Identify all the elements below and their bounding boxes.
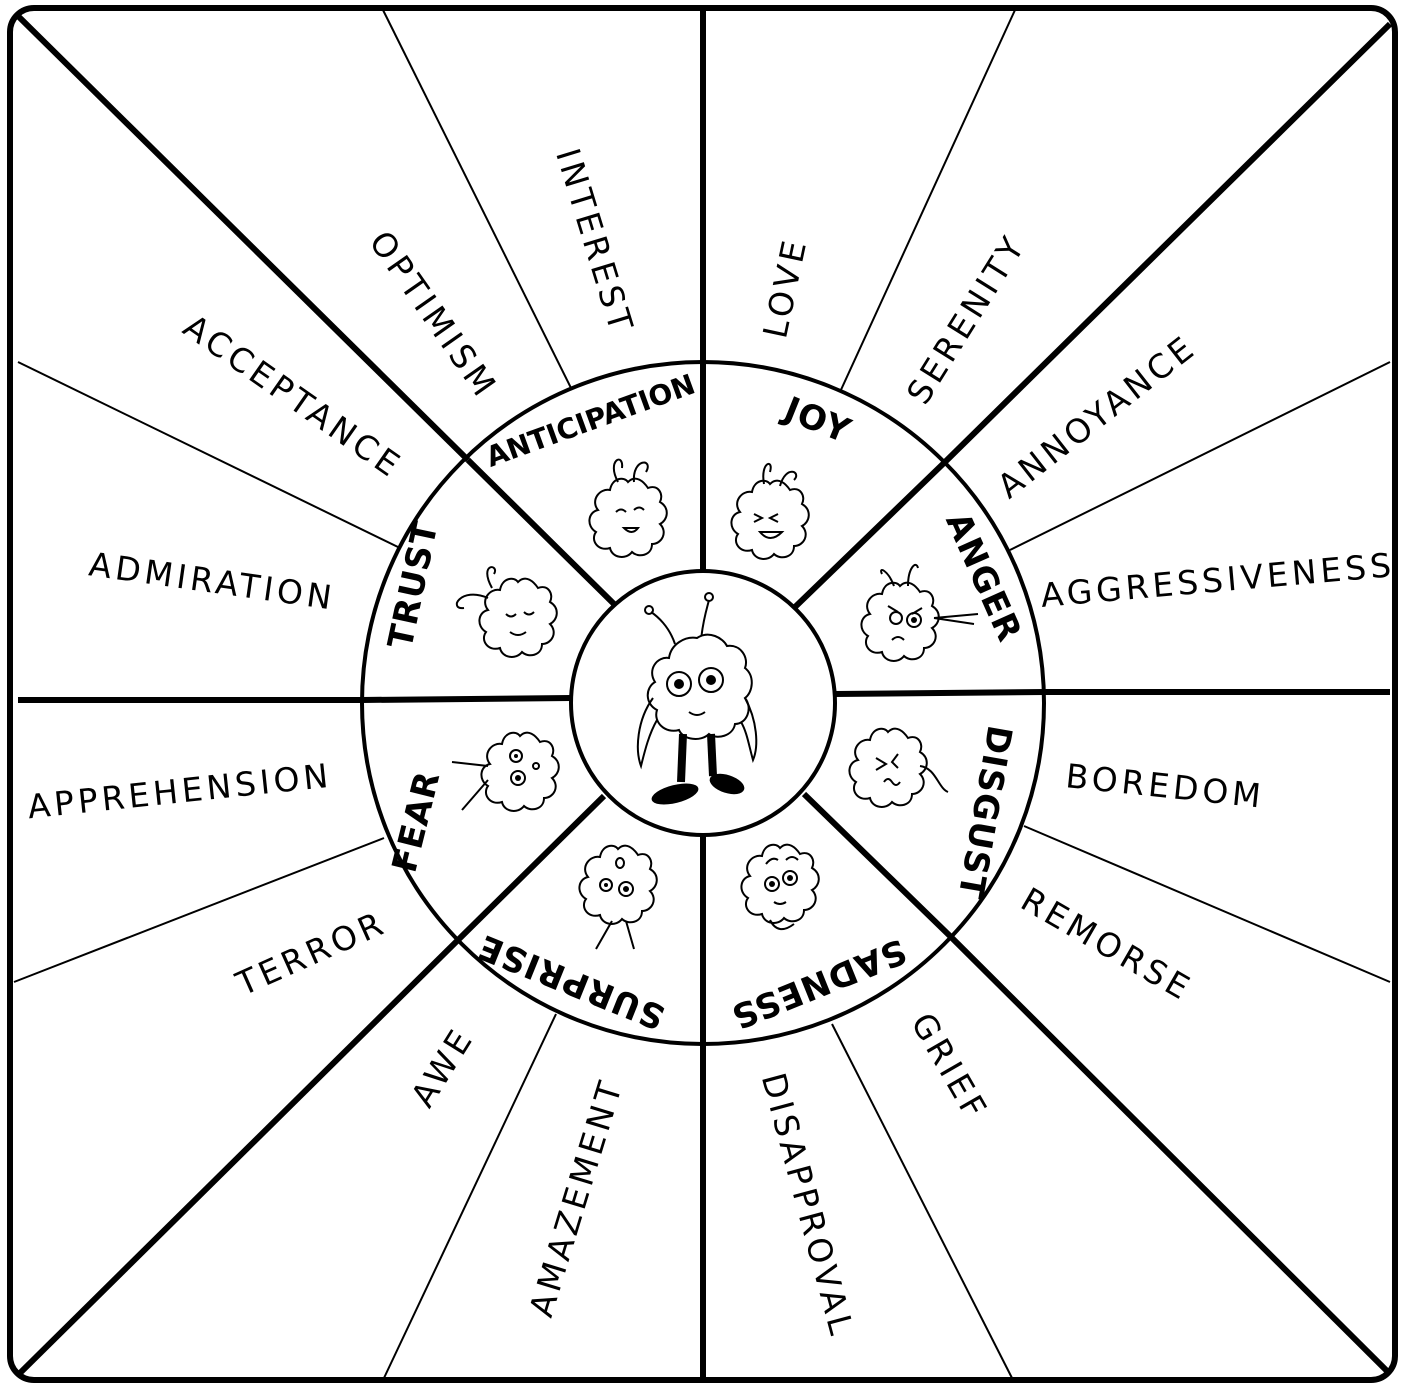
core-label-surprise: SURPRISE: [472, 926, 670, 1037]
label-admiration: ADMIRATION: [87, 544, 338, 617]
fear-creature-icon: [452, 733, 559, 811]
label-disapproval: DISAPPROVAL: [754, 1069, 862, 1343]
core-label-anger: ANGER: [937, 507, 1029, 649]
core-label-joy: JOY: [777, 389, 857, 452]
label-boredom: BOREDOM: [1064, 756, 1267, 816]
mascot-icon: [638, 593, 756, 809]
label-grief: GRIEF: [903, 1006, 996, 1128]
joy-creature-icon: [731, 464, 808, 559]
label-interest: INTEREST: [548, 144, 642, 339]
label-apprehension: APPREHENSION: [26, 756, 334, 827]
core-label-sadness: SADNESS: [725, 930, 912, 1036]
label-terror: TERROR: [229, 903, 392, 1004]
label-aggressiveness: AGGRESSIVENESS: [1039, 545, 1396, 615]
label-annoyance: ANNOYANCE: [990, 327, 1204, 506]
label-awe: AWE: [403, 1020, 482, 1114]
label-amazement: AMAZEMENT: [521, 1073, 631, 1321]
anger-creature-icon: [861, 565, 978, 661]
core-label-disgust: DISGUST: [950, 722, 1020, 902]
label-acceptance: ACCEPTANCE: [176, 307, 409, 487]
anticipation-creature-icon: [589, 460, 666, 557]
label-serenity: SERENITY: [899, 227, 1034, 411]
surprise-creature-icon: [579, 846, 656, 949]
core-label-trust: TRUST: [380, 517, 446, 652]
disgust-creature-icon: [849, 729, 948, 807]
label-love: LOVE: [755, 234, 814, 342]
core-label-fear: FEAR: [385, 767, 449, 877]
label-remorse: REMORSE: [1015, 880, 1200, 1009]
sadness-creature-icon: [741, 845, 818, 930]
trust-creature-icon: [457, 567, 557, 657]
